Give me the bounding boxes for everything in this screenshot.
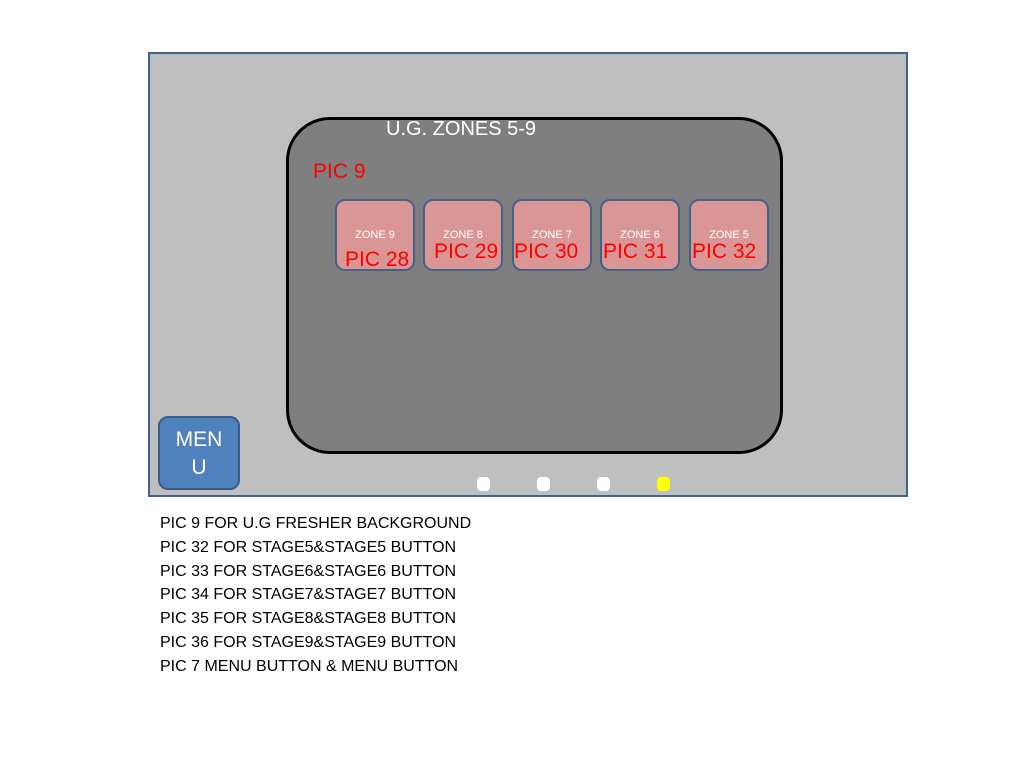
note-line: PIC 32 FOR STAGE5&STAGE5 BUTTON [160, 538, 457, 556]
note-line: PIC 34 FOR STAGE7&STAGE7 BUTTON [160, 586, 457, 604]
menu-button[interactable]: MEN U [158, 416, 240, 490]
zone-6-button[interactable]: ZONE 6 [600, 199, 680, 271]
screen-frame: U.G. ZONES 5-9 PIC 9 ZONE 9 ZONE 8 ZONE … [148, 52, 908, 497]
notes-list: PIC 9 FOR U.G FRESHER BACKGROUND PIC 32 … [160, 512, 471, 679]
zone-5-label: ZONE 5 [709, 229, 749, 241]
note-line: PIC 7 MENU BUTTON & MENU BUTTON [160, 657, 459, 675]
zone-9-button[interactable]: ZONE 9 [335, 199, 415, 271]
note-line: PIC 33 FOR STAGE6&STAGE6 BUTTON [160, 562, 457, 580]
zone-7-label: ZONE 7 [532, 229, 572, 241]
note-line: PIC 9 FOR U.G FRESHER BACKGROUND [160, 515, 472, 532]
page-dot-active[interactable] [657, 477, 670, 491]
page-dot[interactable] [537, 477, 550, 491]
zone-8-button[interactable]: ZONE 8 [423, 199, 503, 271]
zone-8-label: ZONE 8 [443, 229, 483, 241]
zone-5-button[interactable]: ZONE 5 [689, 199, 769, 271]
page-dot[interactable] [597, 477, 610, 491]
zone-7-button[interactable]: ZONE 7 [512, 199, 592, 271]
menu-button-label-line1: MEN [175, 428, 223, 451]
note-line: PIC 36 FOR STAGE9&STAGE9 BUTTON [160, 633, 457, 651]
panel-title: U.G. ZONES 5-9 [386, 118, 537, 140]
zone-6-label: ZONE 6 [620, 229, 660, 241]
menu-button-label-line2: U [191, 456, 207, 479]
page-dot[interactable] [477, 477, 490, 491]
note-line: PIC 35 FOR STAGE8&STAGE8 BUTTON [160, 610, 457, 628]
background-pic-label: PIC 9 [313, 160, 366, 183]
zones-panel [286, 117, 783, 454]
zone-9-label: ZONE 9 [355, 229, 395, 241]
